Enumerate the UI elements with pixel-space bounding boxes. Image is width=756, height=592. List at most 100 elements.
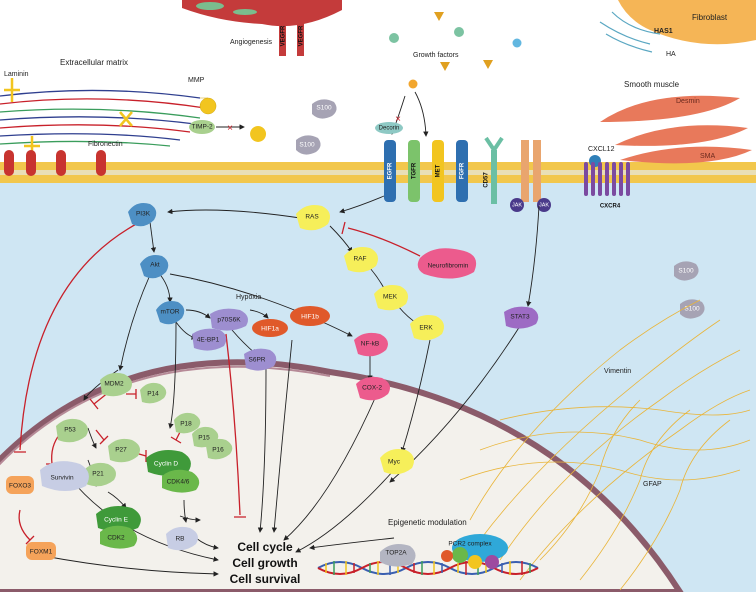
has1-label: HAS1 <box>654 28 673 35</box>
svg-text:ERK: ERK <box>419 325 433 332</box>
svg-text:MEK: MEK <box>383 294 398 301</box>
smooth-muscle-label: Smooth muscle <box>624 80 680 89</box>
svg-text:TGFR: TGFR <box>412 162 418 179</box>
egfr-receptor: EGFR <box>384 140 396 202</box>
node-survivin: Survivin <box>40 461 89 491</box>
svg-text:P21: P21 <box>92 471 104 478</box>
svg-text:RAS: RAS <box>305 214 319 221</box>
decorin-block-icon: × <box>395 114 401 125</box>
node-p18: P18 <box>174 412 201 434</box>
jak-receptor <box>521 140 541 202</box>
node-cdk46: CDK4/6 <box>162 469 200 493</box>
node-ras: RAS <box>296 205 330 231</box>
svg-text:P14: P14 <box>147 391 159 398</box>
svg-text:COX-2: COX-2 <box>362 385 382 392</box>
node-nfkb: NF-kB <box>354 332 388 357</box>
svg-text:P15: P15 <box>198 435 210 442</box>
svg-text:mTOR: mTOR <box>160 309 179 316</box>
node-myc: Myc <box>380 449 414 475</box>
s100-blob: S100 <box>680 299 705 319</box>
decorin-label: Decorin <box>379 126 400 132</box>
node-mek: MEK <box>374 285 408 311</box>
met-receptor: MET <box>432 140 444 202</box>
svg-text:P27: P27 <box>115 447 127 454</box>
cxcr4-label: CXCR4 <box>600 204 621 210</box>
svg-text:S100: S100 <box>316 105 332 112</box>
decorin-blob <box>375 122 403 134</box>
timp2-label: TIMP-2 <box>191 124 213 131</box>
node-neurofibromin: Neurofibromin <box>417 248 477 279</box>
s100-blob: S100 <box>674 261 699 281</box>
node-rb: RB <box>166 526 198 551</box>
jak-label: JAK <box>512 202 522 208</box>
svg-text:S100: S100 <box>678 268 694 275</box>
desmin-label: Desmin <box>676 98 700 105</box>
svg-text:Survivin: Survivin <box>50 475 74 482</box>
svg-text:RAF: RAF <box>354 256 367 263</box>
node-p16: P16 <box>206 438 233 460</box>
ecm-fibers <box>0 89 206 147</box>
svg-text:Cyclin D: Cyclin D <box>154 461 179 468</box>
fibroblast-label: Fibroblast <box>692 13 728 22</box>
node-cycline: Cyclin E <box>96 506 141 532</box>
cell-membrane <box>0 162 756 183</box>
timp2-blob <box>189 120 215 134</box>
node-foxm1: FOXM1 <box>26 542 56 560</box>
svg-text:MET: MET <box>436 164 442 177</box>
jak-label: JAK <box>539 202 549 208</box>
sma-label: SMA <box>700 153 716 160</box>
node-cdk2: CDK2 <box>100 525 138 549</box>
vegfr-label: VEGFR <box>281 25 287 46</box>
svg-text:FGFR: FGFR <box>460 162 466 179</box>
node-foxo3: FOXO3 <box>6 476 34 494</box>
svg-text:HIF1a: HIF1a <box>261 326 279 333</box>
hypoxia-label: Hypoxia <box>236 294 261 301</box>
svg-text:FOXM1: FOXM1 <box>30 549 53 556</box>
node-p27: P27 <box>108 438 140 463</box>
node-raf: RAF <box>344 247 378 273</box>
node-p53: P53 <box>56 418 88 443</box>
ha-label: HA <box>666 51 676 58</box>
vimentin-label: Vimentin <box>604 368 631 375</box>
svg-text:CDK2: CDK2 <box>107 535 125 542</box>
growth-factor-particles <box>389 12 522 89</box>
fibronectin-label: Fibronectin <box>88 141 123 148</box>
svg-text:4E-BP1: 4E-BP1 <box>197 337 220 344</box>
svg-text:Akt: Akt <box>150 262 160 269</box>
svg-text:TOP2A: TOP2A <box>385 550 407 557</box>
svg-text:CDK4/6: CDK4/6 <box>167 479 190 486</box>
node-mdm2: MDM2 <box>100 372 132 397</box>
dna-helix <box>317 561 539 575</box>
vegfr-receptor-right <box>297 20 304 56</box>
fibroblast-cell <box>618 0 756 45</box>
svg-text:P18: P18 <box>180 421 192 428</box>
node-hif1b: HIF1b <box>290 306 330 326</box>
outcome-cell-survival: Cell survival <box>230 572 301 586</box>
node-4ebp1: 4E-BP1 <box>192 328 227 351</box>
svg-text:S6PR: S6PR <box>249 357 266 364</box>
vimentin-filaments <box>459 299 751 591</box>
svg-text:S100: S100 <box>684 306 700 313</box>
block-x-icon: × <box>227 123 233 134</box>
node-p70s6k: p70S6K <box>210 308 248 331</box>
pcr2-complex <box>441 534 508 569</box>
fgfr-receptor: FGFR <box>456 140 468 202</box>
svg-text:Neurofibromin: Neurofibromin <box>428 263 469 270</box>
cd57-receptor: CD57 <box>484 136 504 204</box>
node-p14: P14 <box>140 382 167 404</box>
svg-text:NF-kB: NF-kB <box>361 341 379 348</box>
ha-fibers <box>599 11 661 53</box>
ecm-label: Extracellular matrix <box>60 58 128 67</box>
jak-icon <box>537 198 551 212</box>
svg-text:p70S6K: p70S6K <box>217 317 241 324</box>
svg-text:Myc: Myc <box>388 459 401 466</box>
svg-text:P53: P53 <box>64 427 76 434</box>
cxcl12-label: CXCL12 <box>588 146 615 153</box>
mmp-label: MMP <box>188 77 205 84</box>
svg-text:STAT3: STAT3 <box>510 314 530 321</box>
vegfr-label: VEGFR <box>299 25 305 46</box>
node-s6pr: S6PR <box>244 348 277 371</box>
svg-text:FOXO3: FOXO3 <box>9 483 31 490</box>
node-mtor: mTOR <box>156 301 185 325</box>
